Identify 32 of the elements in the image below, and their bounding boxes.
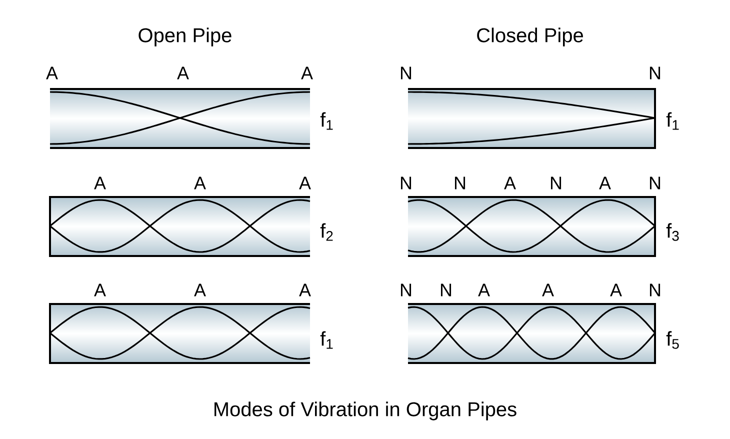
node-letter: A bbox=[478, 284, 490, 296]
node-letter: A bbox=[299, 284, 311, 296]
node-letter: N bbox=[650, 66, 660, 80]
node-letter: A bbox=[599, 176, 611, 190]
frequency-label: f$_{1}$ bbox=[320, 331, 333, 349]
node-letter: A bbox=[194, 176, 206, 190]
heading: Open Pipe bbox=[138, 28, 232, 46]
node-letter: A bbox=[94, 176, 106, 190]
node-letter: A bbox=[94, 284, 106, 296]
node-letter: A bbox=[301, 66, 313, 80]
frequency-label: f$_{2}$ bbox=[320, 223, 333, 241]
node-letter: A bbox=[542, 284, 554, 296]
node-letter: A bbox=[46, 66, 58, 80]
caption: Modes of Vibration in Organ Pipes bbox=[214, 402, 516, 420]
node-letter: A bbox=[177, 66, 189, 80]
node-letter: N bbox=[550, 176, 562, 190]
node-letter: A bbox=[194, 284, 206, 296]
frequency-label: f$_{3}$ bbox=[666, 223, 679, 241]
node-letter: N bbox=[650, 284, 660, 296]
node-letter: N bbox=[400, 284, 412, 296]
frequency-label: f$_{1}$ bbox=[320, 112, 333, 130]
node-letter: A bbox=[610, 284, 622, 296]
frequency-label: f$_{1}$ bbox=[666, 112, 679, 130]
frequency-label: f$_{5}$ bbox=[666, 331, 679, 349]
heading: Closed Pipe bbox=[477, 28, 583, 46]
node-letter: N bbox=[400, 176, 412, 190]
node-letter: N bbox=[454, 176, 466, 190]
node-letter: N bbox=[650, 176, 660, 190]
node-letter: N bbox=[440, 284, 452, 296]
node-letter: A bbox=[504, 176, 516, 190]
node-letter: A bbox=[299, 176, 311, 190]
node-letter: N bbox=[400, 66, 412, 80]
